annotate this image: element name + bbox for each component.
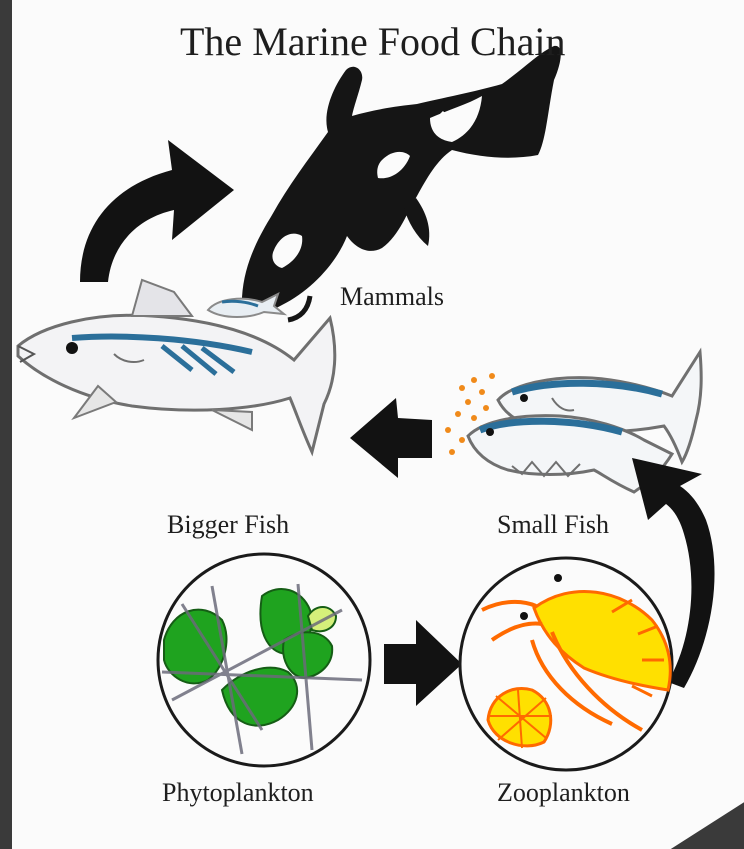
food-chain-illustration <box>12 0 744 849</box>
paper-sheet: The Marine Food Chain Mammals Bigger Fis… <box>12 0 744 849</box>
small-fish-label: Small Fish <box>497 510 609 540</box>
zooplankton-icon <box>460 558 672 770</box>
bigger-fish-icon <box>18 280 335 452</box>
mammals-label: Mammals <box>340 282 444 312</box>
arrow-to-bigger-fish-icon <box>350 398 432 478</box>
zooplankton-label: Zooplankton <box>497 778 630 808</box>
orca-icon <box>242 46 561 320</box>
arrow-to-zooplankton-icon <box>384 620 462 706</box>
phytoplankton-label: Phytoplankton <box>162 778 314 808</box>
arrow-to-mammals-icon <box>80 140 234 282</box>
phytoplankton-icon <box>158 554 370 766</box>
page-title: The Marine Food Chain <box>180 18 566 65</box>
bigger-fish-label: Bigger Fish <box>167 510 289 540</box>
